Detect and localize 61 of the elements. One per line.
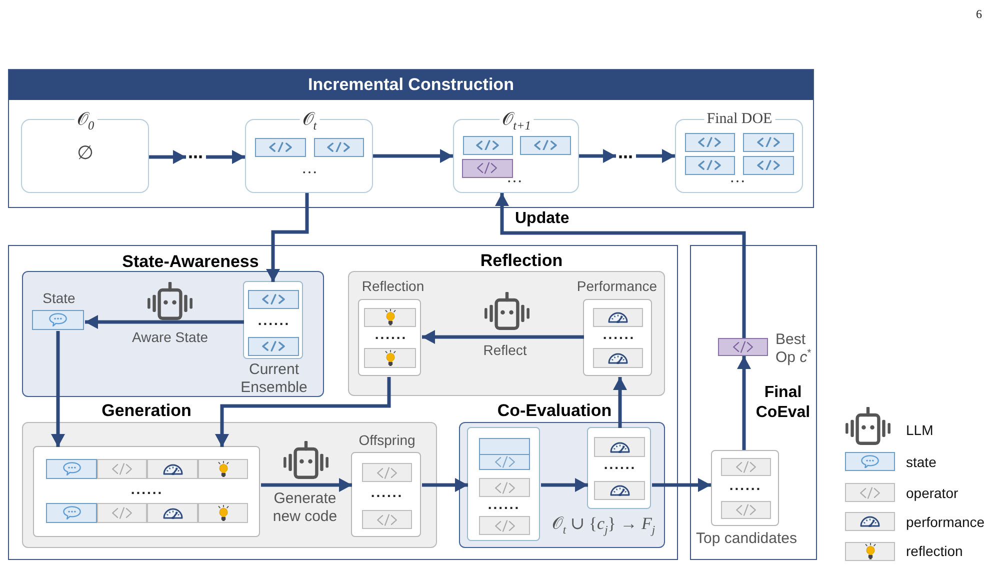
ellipsis: ...... [602, 326, 636, 342]
ellipsis: ...... [374, 326, 408, 342]
ellipsis: ...... [729, 476, 762, 492]
arrow [422, 330, 584, 344]
arrow [422, 478, 468, 492]
ellipsis: ...... [258, 312, 290, 328]
section-title: Final CoEval [754, 383, 812, 423]
edge-label: Reflect [483, 342, 527, 358]
ellipsis: ...... [370, 484, 404, 500]
arrow [652, 478, 711, 492]
section-title: Co-Evaluation [497, 400, 612, 420]
ellipsis: … [730, 168, 746, 186]
arrow [636, 149, 675, 163]
arrow [373, 149, 453, 163]
page-number: 6 [976, 7, 982, 21]
legend-label: operator [906, 485, 958, 501]
ellipsis: ⋯ [188, 146, 203, 168]
legend-label: state [906, 454, 936, 470]
edge-label: Update [515, 210, 570, 228]
arrow [579, 149, 616, 163]
box-label: Offspring [358, 432, 416, 448]
box-label: Reflection [362, 278, 424, 294]
edge-label: Aware State [132, 329, 208, 345]
formula: 𝒪$_{t}$ ∪ {c$_{j}$} → F$_{j}$ [552, 514, 656, 534]
box-label: State [42, 290, 76, 306]
arrow [215, 377, 391, 447]
panel-title: Incremental Construction [9, 70, 813, 100]
arrow [206, 150, 245, 164]
performance-list-box [587, 427, 651, 509]
section-title: State-Awareness [122, 252, 259, 270]
legend-label: reflection [906, 543, 963, 559]
final-panel [690, 245, 817, 560]
arrow [149, 150, 186, 164]
section-title: Reflection [480, 250, 563, 270]
legend-label: LLM [906, 422, 934, 438]
box-label: Best Op c$^{*}$ [776, 330, 812, 366]
legend-label: performance [906, 514, 985, 530]
math-symbol: ∅ [77, 142, 94, 164]
ellipsis: … [302, 160, 318, 178]
arrow [85, 315, 244, 329]
arrow [495, 193, 746, 338]
ellipsis: ...... [604, 456, 636, 472]
ellipsis: ...... [488, 496, 520, 512]
construction-panel [8, 69, 814, 208]
population-box [33, 446, 260, 537]
arrow [266, 193, 309, 282]
box-label: Current Ensemble [240, 361, 308, 397]
arrow [613, 377, 627, 428]
outer-panel [8, 245, 678, 560]
edge-label: Generate new code [272, 490, 338, 526]
arrow [737, 356, 751, 450]
box-label: Performance [576, 278, 658, 294]
arrow [51, 331, 65, 447]
arrow [261, 478, 352, 492]
section-title: Generation [102, 400, 192, 420]
ellipsis: ...... [130, 481, 164, 497]
arrow [541, 478, 588, 492]
ellipsis: … [506, 168, 522, 186]
ellipsis: ⋯ [618, 146, 633, 168]
box-label: Top candidates [696, 530, 797, 548]
candidate-box [467, 427, 540, 541]
